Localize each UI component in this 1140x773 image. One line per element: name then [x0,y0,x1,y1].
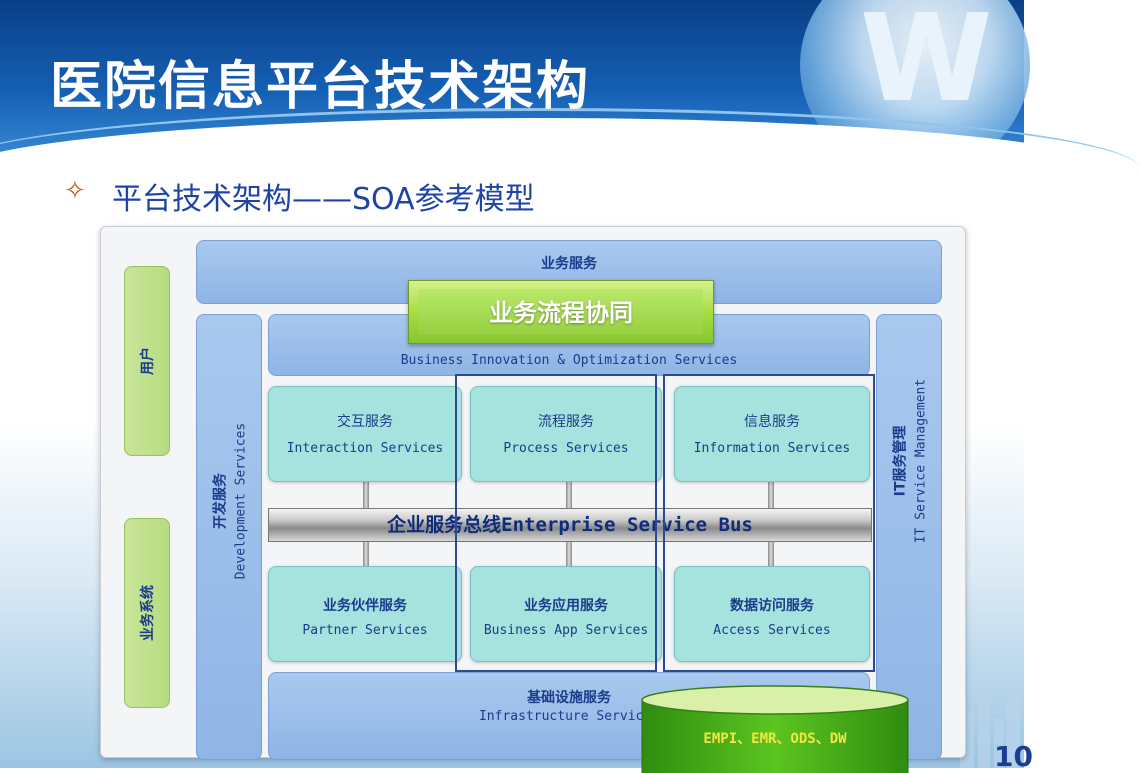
database-cylinder-shape [641,685,909,773]
esb-cn: 企业服务总线 [387,514,502,536]
enterprise-service-bus: 企业服务总线Enterprise Service Bus [268,508,872,542]
database-label: EMPI、EMR、ODS、DW [703,731,847,747]
interaction-services-cn: 交互服务 [337,414,393,430]
partner-services-en: Partner Services [302,623,428,638]
page-number: 10 [994,740,1033,773]
slide-subtitle: 平台技术架构——SOA参考模型 [112,182,535,217]
process-services-cn: 流程服务 [538,414,594,430]
it-service-management-en: IT Service Management [913,378,929,544]
business-services-label: 业务服务 [541,256,597,272]
it-service-management-cn: IT服务管理 [892,425,909,497]
interaction-services-en: Interaction Services [286,441,444,456]
access-services-cn: 数据访问服务 [730,598,814,614]
business-process-inner-bevel [419,289,703,335]
information-services-box: 信息服务 Information Services [674,386,870,482]
database-cylinder: EMPI、EMR、ODS、DW [640,684,910,773]
interaction-services-box: 交互服务 Interaction Services [268,386,462,482]
users-label: 用户 [140,347,156,375]
development-services-en: Development Services [233,422,249,580]
it-service-management-box: IT服务管理 IT Service Management [876,314,942,760]
business-process-coordination-box: 业务流程协同 [408,280,714,344]
header-swoosh [0,118,1140,238]
process-services-box: 流程服务 Process Services [470,386,662,482]
development-services-box: 开发服务 Development Services [196,314,262,760]
development-services-label: 开发服务 Development Services [210,423,249,580]
esb-label: 企业服务总线Enterprise Service Bus [269,509,871,541]
partner-services-cn: 业务伙伴服务 [323,598,407,614]
highlight-frame-information [663,374,875,672]
highlight-frame-process [455,374,657,672]
business-app-services-box: 业务应用服务 Business App Services [470,566,662,662]
esb-en: Enterprise Service Bus [501,514,753,536]
process-services-en: Process Services [503,441,629,456]
header-swoosh-line [0,108,1140,231]
it-service-management-label: IT服务管理 IT Service Management [890,379,929,543]
infrastructure-services-cn: 基础设施服务 [527,690,611,706]
slide-title: 医院信息平台技术架构 [50,57,591,117]
business-process-coordination-label: 业务流程协同 [489,299,633,327]
business-app-services-en: Business App Services [483,623,649,638]
partner-services-box: 业务伙伴服务 Partner Services [268,566,462,662]
users-box: 用户 [124,266,170,456]
business-systems-box: 业务系统 [124,518,170,708]
access-services-en: Access Services [713,623,831,638]
information-services-en: Information Services [693,441,851,456]
development-services-cn: 开发服务 [212,473,229,530]
logo-letter: W [860,0,992,129]
business-systems-label: 业务系统 [140,585,156,641]
infrastructure-services-en: Infrastructure Services [478,709,659,724]
four-point-star-outline-icon: ✧ [64,176,86,206]
information-services-cn: 信息服务 [744,414,800,430]
innovation-services-label: Business Innovation & Optimization Servi… [400,353,738,368]
header-band: W [0,0,1140,238]
access-services-box: 数据访问服务 Access Services [674,566,870,662]
business-app-services-cn: 业务应用服务 [524,598,608,614]
